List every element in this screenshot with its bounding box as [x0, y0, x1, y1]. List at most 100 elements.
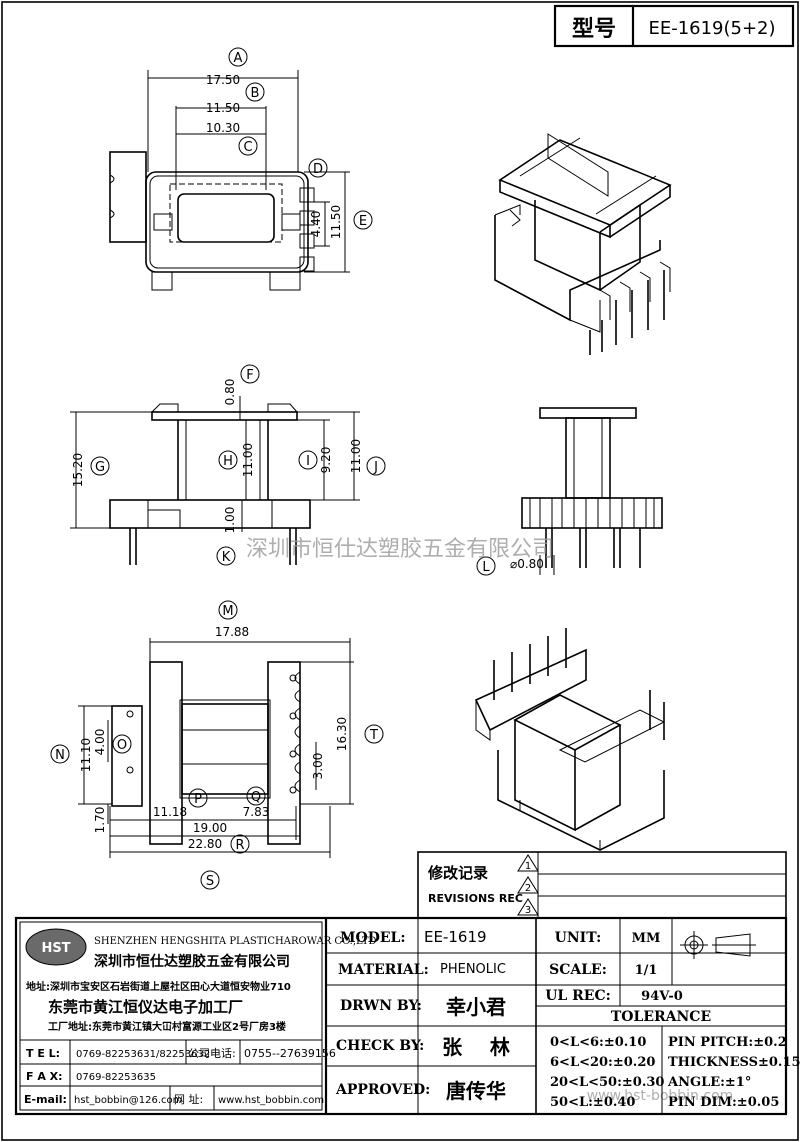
email-value: hst_bobbin@126.com — [74, 1095, 182, 1106]
callout-H: H — [218, 450, 238, 470]
ul-label: UL REC: — [545, 988, 611, 1004]
callout-letter: C — [243, 140, 252, 155]
dimension-labels: 17.50 11.50 10.30 4.40 11.50 0.80 15.20 … — [71, 73, 544, 851]
factory-address: 工厂地址:东莞市黄江镇大冚村富源工业区2号厂房3楼 — [48, 1020, 286, 1033]
dim-I: 9.20 — [319, 447, 333, 474]
dim-T: 16.30 — [335, 717, 349, 751]
callout-I: I — [298, 450, 318, 470]
top-view — [109, 70, 350, 291]
callout-letter: D — [313, 162, 323, 177]
callout-D: D — [308, 158, 328, 178]
callout-T: T — [364, 724, 384, 744]
title-block: HST — [14, 916, 788, 1116]
callout-letter: T — [369, 728, 378, 743]
dim-B: 11.50 — [206, 101, 240, 115]
callout-K: K — [216, 546, 236, 566]
fax-value: 0769-82253635 — [76, 1072, 156, 1083]
callout-letter: N — [55, 748, 65, 763]
material-label: MATERIAL: — [338, 962, 429, 978]
revision-mark-3: 3 — [517, 898, 539, 916]
callout-letter: L — [482, 560, 490, 575]
tolerance-spec: THICKNESS±0.15 — [668, 1055, 800, 1070]
callout-letter: M — [222, 604, 233, 619]
logo-text: HST — [41, 941, 70, 956]
callout-letter: R — [235, 838, 244, 853]
phone-value: 0755--27639156 — [244, 1047, 336, 1060]
revision-number: 1 — [525, 861, 531, 872]
callout-E: E — [353, 210, 373, 230]
model-value: EE-1619 — [424, 928, 487, 946]
callout-Q: Q — [246, 786, 266, 806]
tel-label: T E L: — [26, 1047, 60, 1060]
tolerance-range: 0<L<6:±0.10 — [550, 1035, 646, 1050]
callout-B: B — [245, 82, 265, 102]
fax-label: F A X: — [26, 1070, 63, 1083]
check-label: CHECK BY: — [336, 1038, 424, 1054]
iso-view-bottom — [474, 628, 666, 851]
approved-label: APPROVED: — [335, 1082, 430, 1098]
revision-number: 3 — [525, 905, 531, 916]
dim-H: 11.00 — [241, 443, 255, 477]
web-label: 网 址: — [174, 1092, 203, 1106]
tolerance-range: 6<L<20:±0.20 — [550, 1055, 655, 1070]
callout-R: R — [230, 834, 250, 854]
tolerance-range: 20<L<50:±0.30 — [550, 1075, 664, 1090]
model-label: MODEL: — [340, 930, 406, 946]
dim-S: 22.80 — [188, 837, 222, 851]
callout-J: J — [366, 456, 386, 476]
unit-value: MM — [632, 931, 661, 946]
callout-letter: J — [373, 460, 378, 475]
callout-letter: K — [222, 550, 231, 565]
callout-letter: E — [359, 214, 367, 229]
callout-N: N — [50, 744, 70, 764]
email-label: E-mail: — [24, 1093, 67, 1106]
phone-label: 公司电话: — [188, 1047, 236, 1060]
callout-M: M — [218, 600, 238, 620]
callout-G: G — [90, 456, 110, 476]
callout-F: F — [240, 364, 260, 384]
factory-name: 东莞市黄江恒仪达电子加工厂 — [48, 998, 243, 1016]
dim-J: 11.00 — [349, 439, 363, 473]
callout-S: S — [200, 870, 220, 890]
tolerance-range: 50<L:±0.40 — [550, 1095, 635, 1110]
company-name-en: SHENZHEN HENGSHITA PLASTICHAROWAR CO.,LT… — [94, 936, 377, 947]
company-name-cn: 深圳市恒仕达塑胶五金有限公司 — [94, 953, 290, 970]
dim-A: 17.50 — [206, 73, 240, 87]
callout-letter: H — [223, 454, 233, 469]
dim-D: 4.40 — [309, 211, 323, 238]
revisions-block: 修改记录 REVISIONS REC 123 — [417, 851, 787, 919]
tolerance-label: TOLERANCE — [611, 1009, 711, 1025]
approved-value: 唐传华 — [446, 1079, 506, 1103]
dim-F: 0.80 — [223, 379, 237, 406]
scale-value: 1/1 — [635, 963, 658, 978]
dim-O: 4.00 — [93, 729, 107, 756]
tolerance-list: 0<L<6:±0.10 6<L<20:±0.20 20<L<50:±0.30 50<L… — [550, 1035, 800, 1110]
projection-symbol-icon — [680, 931, 756, 959]
title-box: 型号 EE-1619(5+2) — [553, 4, 795, 48]
ul-value: 94V-0 — [641, 989, 683, 1004]
dim-C: 10.30 — [206, 121, 240, 135]
tolerance-spec: PIN DIM:±0.05 — [668, 1095, 779, 1110]
dim-N2: 1.70 — [93, 807, 107, 834]
watermark-url: www.hst-bobbin.com — [587, 1088, 734, 1104]
web-value: www.hst_bobbin.com — [218, 1095, 324, 1106]
callout-L: L — [476, 556, 496, 576]
tolerance-spec: PIN PITCH:±0.2 — [668, 1035, 787, 1050]
drawn-label: DRWN BY: — [340, 998, 422, 1014]
material-value: PHENOLIC — [440, 962, 506, 977]
callout-letter: Q — [251, 790, 261, 805]
unit-label: UNIT: — [555, 930, 602, 946]
callout-letter: S — [206, 874, 214, 889]
drawn-value: 幸小君 — [446, 995, 506, 1019]
model-title: EE-1619(5+2) — [648, 18, 775, 39]
callout-letter: O — [117, 738, 127, 753]
revisions-title-cn: 修改记录 — [427, 864, 488, 882]
iso-view-top — [494, 133, 672, 355]
callout-letter: P — [194, 792, 202, 807]
revision-number: 2 — [525, 883, 531, 894]
callout-letter: F — [246, 368, 253, 383]
callout-C: C — [238, 136, 258, 156]
callout-letter: A — [234, 51, 243, 66]
dim-R: 19.00 — [193, 821, 227, 835]
